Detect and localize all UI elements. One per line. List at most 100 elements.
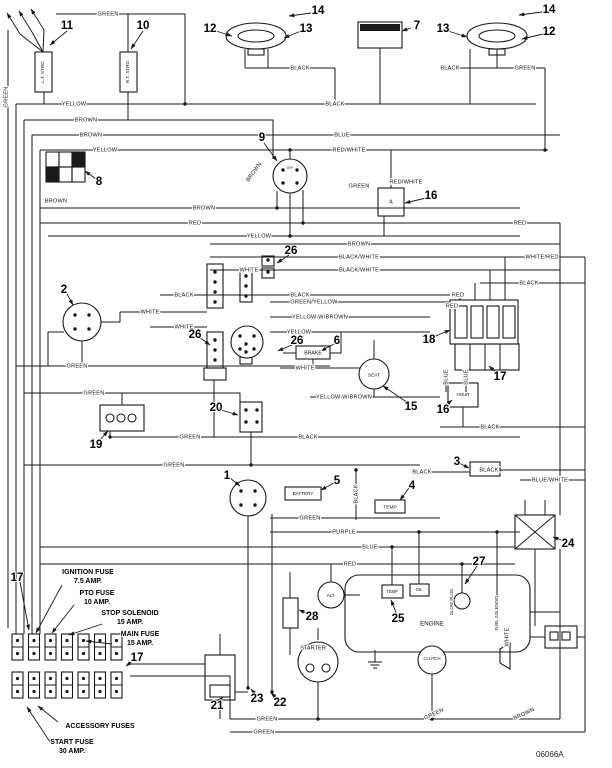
wire-label: BLACK [479,467,498,473]
callout-leader [518,11,543,17]
fuse-pin [65,689,69,694]
callout-19: 19 [90,439,103,451]
pin-dot [238,334,242,338]
callout-17: 17 [11,572,24,584]
pin-dot [255,408,259,412]
lamp-left-base [247,48,265,56]
oil-switch-box-3 [469,461,501,477]
component-label: ALT. [327,593,336,598]
pin-dot [354,468,358,472]
callout-leader [276,254,290,264]
headlamp-right-inner [478,29,516,43]
terminal-circle [305,663,315,673]
component-label: TEMP [386,589,398,594]
wire-label: WHITE/RED [525,254,558,260]
ignition-module-1 [229,479,267,517]
connector-26-block [261,267,275,279]
pin-dot [246,686,250,690]
wire-label: BLACK/WHITE [339,254,379,260]
wire-label: RED/WHITE [332,147,365,153]
fuse-annotation: STOP SOLENOID [101,610,158,617]
fuse-pin [48,676,53,681]
hour-meter-box [447,382,479,408]
wire-label: BLUE/WHITE [532,477,568,483]
fuse-pin [81,676,86,681]
harness-arrow [30,8,45,31]
wire [24,119,274,159]
component-label: SEAT [368,372,380,378]
wire-label: GREEN [98,11,119,17]
wire-label: BROWN [75,117,97,123]
battery-box [284,486,322,501]
callout-leader [84,170,97,180]
callout-16: 16 [425,190,438,202]
wire-label: GREEN [180,434,201,440]
wire-label: WHITE [140,309,159,315]
callout-leader [68,623,103,636]
fuse-pin [32,676,36,681]
engine-outline [344,574,531,653]
wire [56,13,186,104]
pin-dot [417,530,421,534]
wire-label: BLACK [298,434,317,440]
wire-label: BLUE [443,369,449,384]
connector-block [206,263,224,309]
callout-leader [263,142,278,162]
temp-sender-box [381,584,404,599]
key-switch-9 [272,158,308,194]
relay-21-inner [209,684,231,698]
callout-leader [488,365,499,375]
wire-label: RED/WHITE [389,179,422,185]
clutch [417,645,447,675]
wire-label: RED [514,220,526,226]
callout-leader [26,706,51,743]
wire-label: BLACK [519,280,538,286]
component-label: GLOW PLUG [449,588,454,615]
filled-cell [360,24,400,31]
callout-leader [447,30,468,38]
relay-cell [486,305,500,339]
component-label: L.T. STRG [40,61,45,83]
connector-8-cell [58,166,73,183]
wire-label: GREEN [349,183,370,189]
fuse-pin [65,638,69,643]
callout-leader [250,688,257,696]
fuse-pin [48,651,53,656]
pin-dot [213,270,217,274]
pin-dot [252,347,256,351]
oil-sender-box [409,583,430,597]
pin-dot [239,489,243,493]
wire-label: YELLOW [93,147,118,153]
wire-label: PURPLE [332,529,356,535]
callout-leader [97,430,109,443]
callout-leader [399,487,410,501]
strg-left-box [34,51,53,93]
callout-2: 2 [61,284,67,296]
pin-dot [239,503,243,507]
module-16-box [377,187,405,217]
terminal-circle [127,413,137,423]
wire-label: RED [189,220,201,226]
connector-20-block [239,401,263,433]
buzzer-icon [499,642,511,670]
callout-26: 26 [285,245,298,257]
pin-dot [288,234,292,238]
pin-dot [244,420,248,424]
component-label: STARTER [300,645,326,651]
fuse-annotation: START FUSE [50,739,94,746]
fuse-pin [15,638,20,643]
component-label: ENGINE [420,621,444,628]
fuse-pin [114,689,119,694]
callout-leader [390,599,398,616]
harness-arrow [18,10,33,33]
fuse-annotation: PTO FUSE [80,590,115,597]
glow-plug [453,592,471,610]
wire-label: BROWN [80,132,102,138]
wire-label: GREEN [515,65,536,71]
wire [19,33,44,53]
component-label: TEMP [383,504,396,510]
diagram-code: 06066A [536,750,564,759]
pin-dot [281,168,285,172]
